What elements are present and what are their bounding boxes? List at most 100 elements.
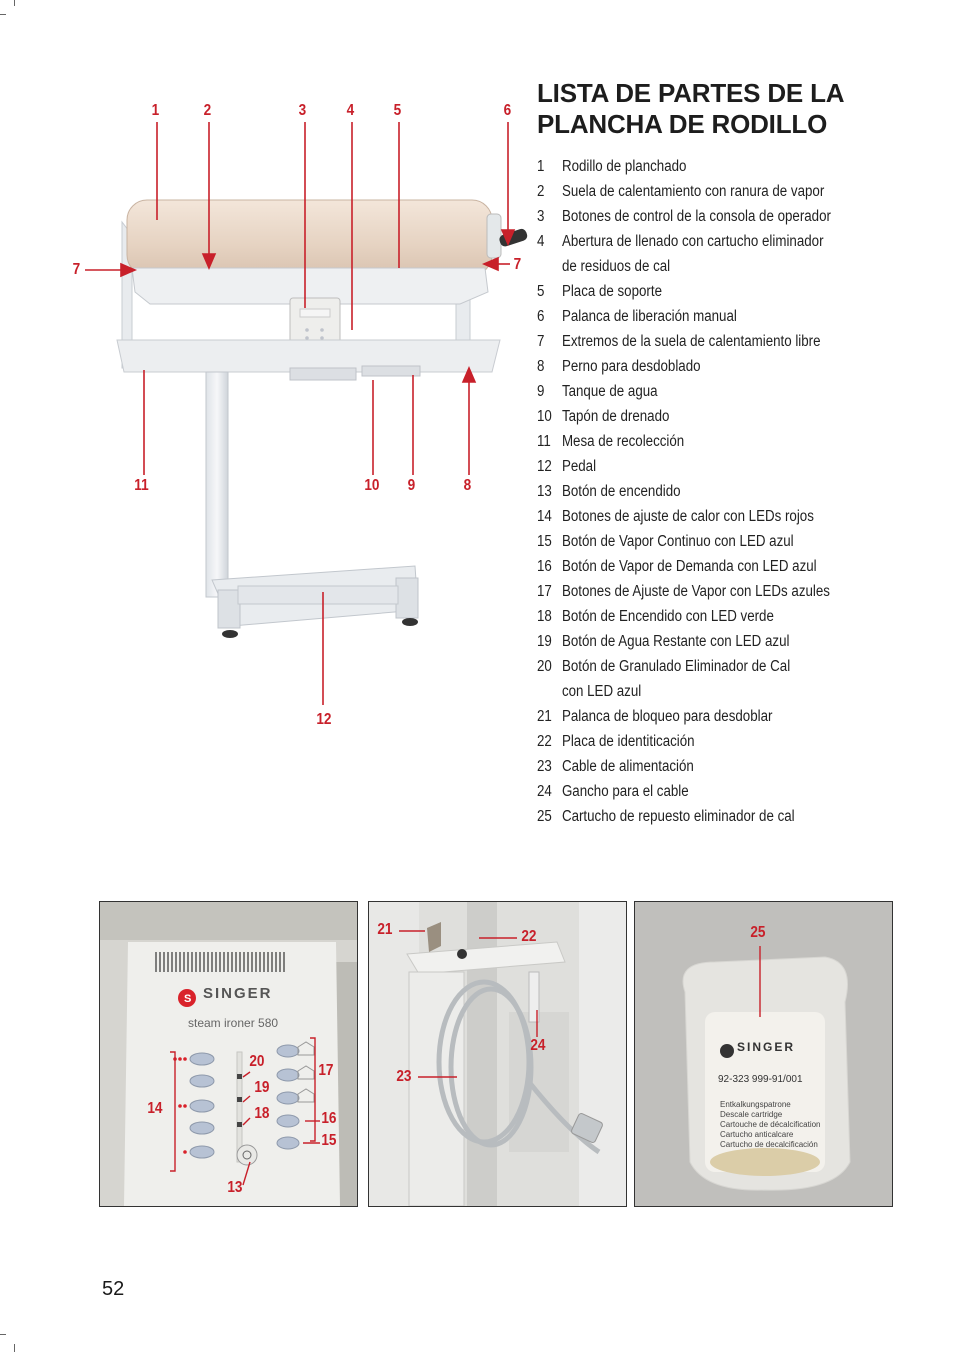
parts-list: 1 Rodillo de planchado 2 Suela de calentami… <box>537 154 897 829</box>
roller <box>126 199 493 276</box>
parts-list-item: 23 Cable de alimentación <box>537 754 915 779</box>
part-description: Botones de Ajuste de Vapor con LEDs azul… <box>561 583 830 600</box>
heating-shoe <box>131 267 489 305</box>
part-description: Mesa de recolección <box>561 433 685 450</box>
callout-7-right: 7 <box>513 256 522 273</box>
callout-19: 19 <box>254 1079 270 1096</box>
callout-8: 8 <box>463 477 472 494</box>
callout-5: 5 <box>393 102 402 119</box>
part-number: 16 <box>537 558 552 575</box>
part-number: 23 <box>537 758 552 775</box>
part-description: Suela de calentamiento con ranura de vap… <box>561 183 825 200</box>
cartridge-label-line: Cartouche de décalcification <box>720 1120 821 1129</box>
pedal <box>237 585 399 605</box>
part-number: 4 <box>537 233 545 250</box>
console-brand: SINGER <box>203 985 273 1002</box>
stand-column <box>205 371 229 598</box>
part-number: 12 <box>537 458 552 475</box>
cartridge-brand: SINGER <box>737 1040 796 1054</box>
callout-7-left: 7 <box>72 261 81 278</box>
parts-list-item: 3 Botones de control de la consola de ope… <box>537 204 915 229</box>
parts-list-item: 17 Botones de Ajuste de Vapor con LEDs az… <box>537 579 915 604</box>
part-number: 25 <box>537 808 552 825</box>
part-description: Botón de Granulado Eliminador de Cal <box>561 658 791 675</box>
part-description: Gancho para el cable <box>561 783 689 800</box>
part-number: 8 <box>537 358 545 375</box>
part-number: 5 <box>537 283 545 300</box>
parts-list-item: 25 Cartucho de repuesto eliminador de cal <box>537 804 915 829</box>
parts-list-item: 20 Botón de Granulado Eliminador de Cal <box>537 654 915 679</box>
parts-list-item: 2 Suela de calentamiento con ranura de va… <box>537 179 915 204</box>
part-description: Cable de alimentación <box>561 758 694 775</box>
part-number: 10 <box>537 408 552 425</box>
callout-23: 23 <box>396 1068 412 1085</box>
part-description: Botones de ajuste de calor con LEDs rojo… <box>561 508 814 525</box>
part-description: Palanca de liberación manual <box>561 308 737 325</box>
part-description: Tapón de drenado <box>561 408 670 425</box>
part-number: 20 <box>537 658 552 675</box>
callout-22: 22 <box>521 928 537 945</box>
callout-1: 1 <box>151 102 160 119</box>
callout-20: 20 <box>249 1053 265 1070</box>
part-description: Botón de Vapor Continuo con LED azul <box>561 533 794 550</box>
parts-list-item: 9 Tanque de agua <box>537 379 915 404</box>
part-description: Botón de encendido <box>561 483 681 500</box>
callout-25: 25 <box>750 924 766 941</box>
parts-list-item: de residuos de cal <box>537 254 915 279</box>
part-number: 9 <box>537 383 545 400</box>
callout-14: 14 <box>147 1100 163 1117</box>
svg-text:S: S <box>184 993 191 1005</box>
part-number: 11 <box>537 433 551 450</box>
part-description: Perno para desdoblado <box>561 358 701 375</box>
callout-13: 13 <box>227 1179 243 1196</box>
power-button-icon <box>236 1144 258 1166</box>
part-description: Tanque de agua <box>561 383 658 400</box>
part-number: 2 <box>537 183 545 200</box>
part-description: Placa de soporte <box>561 283 662 300</box>
part-description: Botón de Vapor de Demanda con LED azul <box>561 558 817 575</box>
crop-mark <box>14 1344 15 1352</box>
part-number: 22 <box>537 733 552 750</box>
part-number: 6 <box>537 308 545 325</box>
parts-list-item: 8 Perno para desdoblado <box>537 354 915 379</box>
cartridge-label-line: Cartucho anticalcare <box>720 1130 794 1139</box>
part-description: Rodillo de planchado <box>561 158 687 175</box>
part-description: Palanca de bloqueo para desdoblar <box>561 708 773 725</box>
part-number: 15 <box>537 533 552 550</box>
callout-6: 6 <box>503 102 512 119</box>
part-number: 17 <box>537 583 552 600</box>
parts-list-item: 5 Placa de soporte <box>537 279 915 304</box>
part-description: Botón de Encendido con LED verde <box>561 608 774 625</box>
part-number: 3 <box>537 208 545 225</box>
callout-16: 16 <box>321 1110 337 1127</box>
part-description: Botones de control de la consola de oper… <box>561 208 831 225</box>
parts-list-item: 14 Botones de ajuste de calor con LEDs ro… <box>537 504 915 529</box>
part-number: 14 <box>537 508 552 525</box>
parts-list-item: 16 Botón de Vapor de Demanda con LED azul <box>537 554 915 579</box>
cartridge-photo <box>634 901 893 1207</box>
part-number: 21 <box>537 708 552 725</box>
callout-2: 2 <box>203 102 212 119</box>
parts-list-item: 15 Botón de Vapor Continuo con LED azul <box>537 529 915 554</box>
part-number: 1 <box>537 158 545 175</box>
cartridge-label-line: Descale cartridge <box>720 1110 783 1119</box>
callout-3: 3 <box>298 102 307 119</box>
callout-10: 10 <box>364 477 380 494</box>
collection-table <box>116 339 501 373</box>
parts-list-item: con LED azul <box>537 679 915 704</box>
callout-4: 4 <box>346 102 355 119</box>
cable-photo <box>368 901 627 1207</box>
part-number: 13 <box>537 483 552 500</box>
cartridge-label-line: Cartucho de decalcificación <box>720 1140 818 1149</box>
part-description: Cartucho de repuesto eliminador de cal <box>561 808 795 825</box>
console-photo: S <box>99 901 358 1207</box>
part-number: 24 <box>537 783 552 800</box>
part-description: de residuos de cal <box>561 258 671 275</box>
callout-18: 18 <box>254 1105 270 1122</box>
part-number: 7 <box>537 333 545 350</box>
